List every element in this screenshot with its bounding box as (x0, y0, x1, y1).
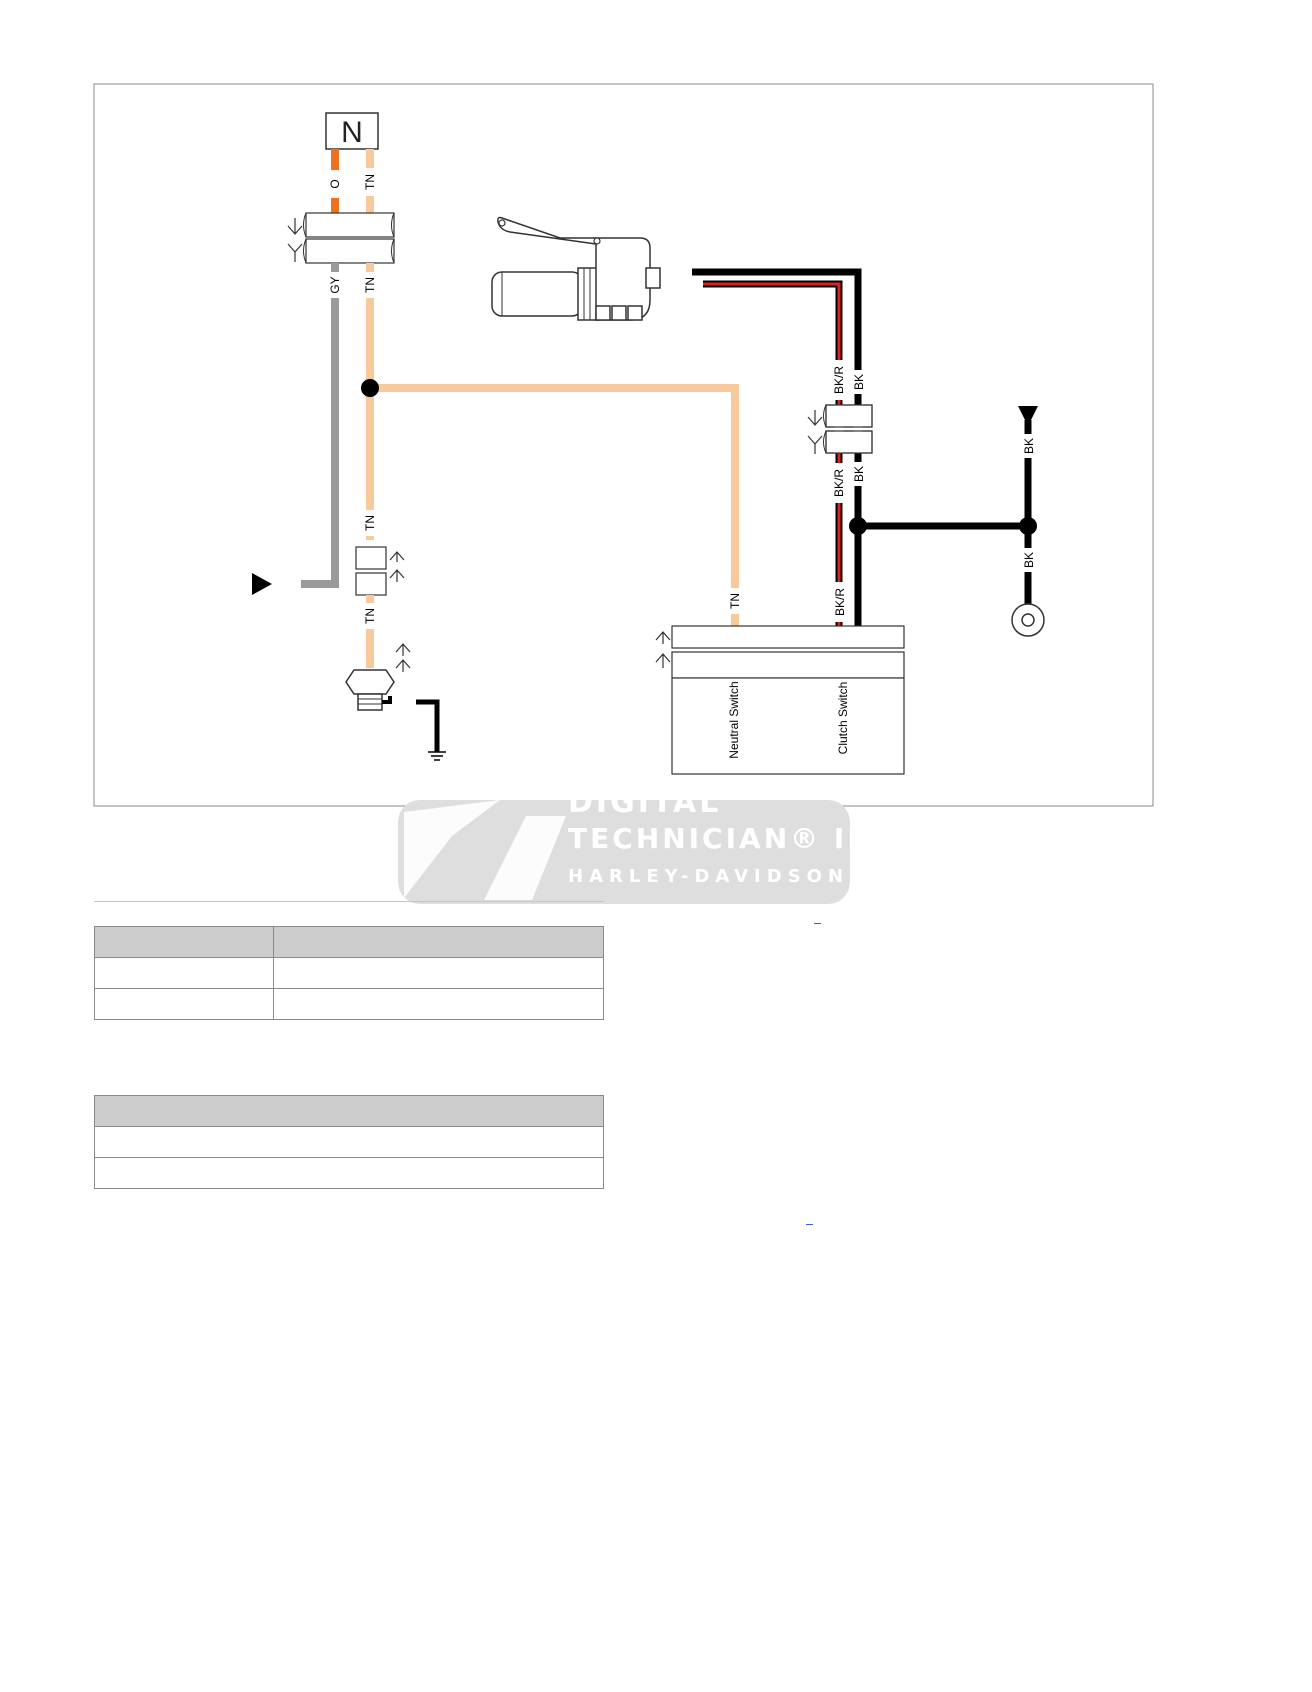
table-cell (94, 1157, 604, 1189)
label-tn-mid: TN (363, 277, 377, 293)
neutral-indicator-connector: N (325, 112, 379, 150)
section-divider (94, 901, 604, 902)
label-tn-lower: TN (363, 515, 377, 531)
splice-tan (361, 379, 379, 397)
wire-tan-branch (370, 384, 739, 626)
label-bkr-upper: BK/R (832, 366, 846, 394)
table-row (94, 1126, 604, 1158)
watermark-line1: DIGITAL (568, 785, 721, 820)
watermark-line2: TECHNICIAN® II (568, 822, 861, 855)
table-row (94, 957, 604, 989)
link-marker[interactable] (806, 1224, 813, 1225)
label-bkr-bottom: BK/R (833, 588, 847, 616)
clutch-inline-connector (807, 404, 873, 454)
clutch-lever-icon (491, 216, 661, 321)
label-o: O (328, 179, 342, 188)
table-cell (273, 988, 604, 1020)
ring-terminal-icon (1011, 603, 1045, 637)
table-row (94, 988, 604, 1020)
link-marker[interactable] (814, 923, 821, 924)
table-cell (94, 1126, 604, 1158)
wire-black-clutch (692, 268, 862, 626)
diagram-frame (93, 83, 1154, 807)
label-gy: GY (328, 276, 342, 293)
table-row (94, 1157, 604, 1189)
table-cell (94, 988, 274, 1020)
table-2 (94, 1095, 604, 1189)
label-bkr-lower: BK/R (832, 469, 846, 497)
label-tn-right: TN (728, 593, 742, 609)
label-bk-lower: BK (852, 466, 866, 482)
watermark: DIGITAL TECHNICIAN® II HARLEY-DAVIDSON® (398, 785, 873, 904)
label-bk-upper: BK (852, 374, 866, 390)
wire-bkr-stripe (703, 282, 841, 626)
label-clutch-switch: Clutch Switch (836, 682, 850, 755)
table-1-header-cell (273, 926, 604, 958)
gray-wire-arrow-icon (252, 573, 272, 595)
label-neutral-switch: Neutral Switch (727, 681, 741, 758)
table-1-header (94, 926, 604, 958)
watermark-line3: HARLEY-DAVIDSON® (568, 866, 873, 887)
table-1-header-cell (94, 926, 274, 958)
wire-bkr-clutch (703, 280, 843, 626)
connector-n-label: N (341, 116, 363, 149)
bk-arrow-icon (1018, 406, 1038, 426)
splice-black-left (849, 517, 867, 535)
ground-icon (416, 699, 446, 761)
label-bk-ground-top: BK (1022, 438, 1036, 454)
lower-inline-connector (355, 546, 405, 596)
label-bk-ground-bottom: BK (1022, 552, 1036, 568)
label-tn-top: TN (363, 174, 377, 190)
table-2-header-cell (94, 1095, 604, 1127)
neutral-switch-sensor-icon (345, 643, 411, 711)
table-cell (273, 957, 604, 989)
switch-module: Neutral Switch Clutch Switch (655, 625, 905, 775)
table-1 (94, 926, 604, 1020)
table-cell (94, 957, 274, 989)
wire-gray (301, 263, 339, 588)
upper-inline-connector (287, 212, 395, 264)
label-tn-bottom: TN (363, 608, 377, 624)
table-2-header (94, 1095, 604, 1127)
